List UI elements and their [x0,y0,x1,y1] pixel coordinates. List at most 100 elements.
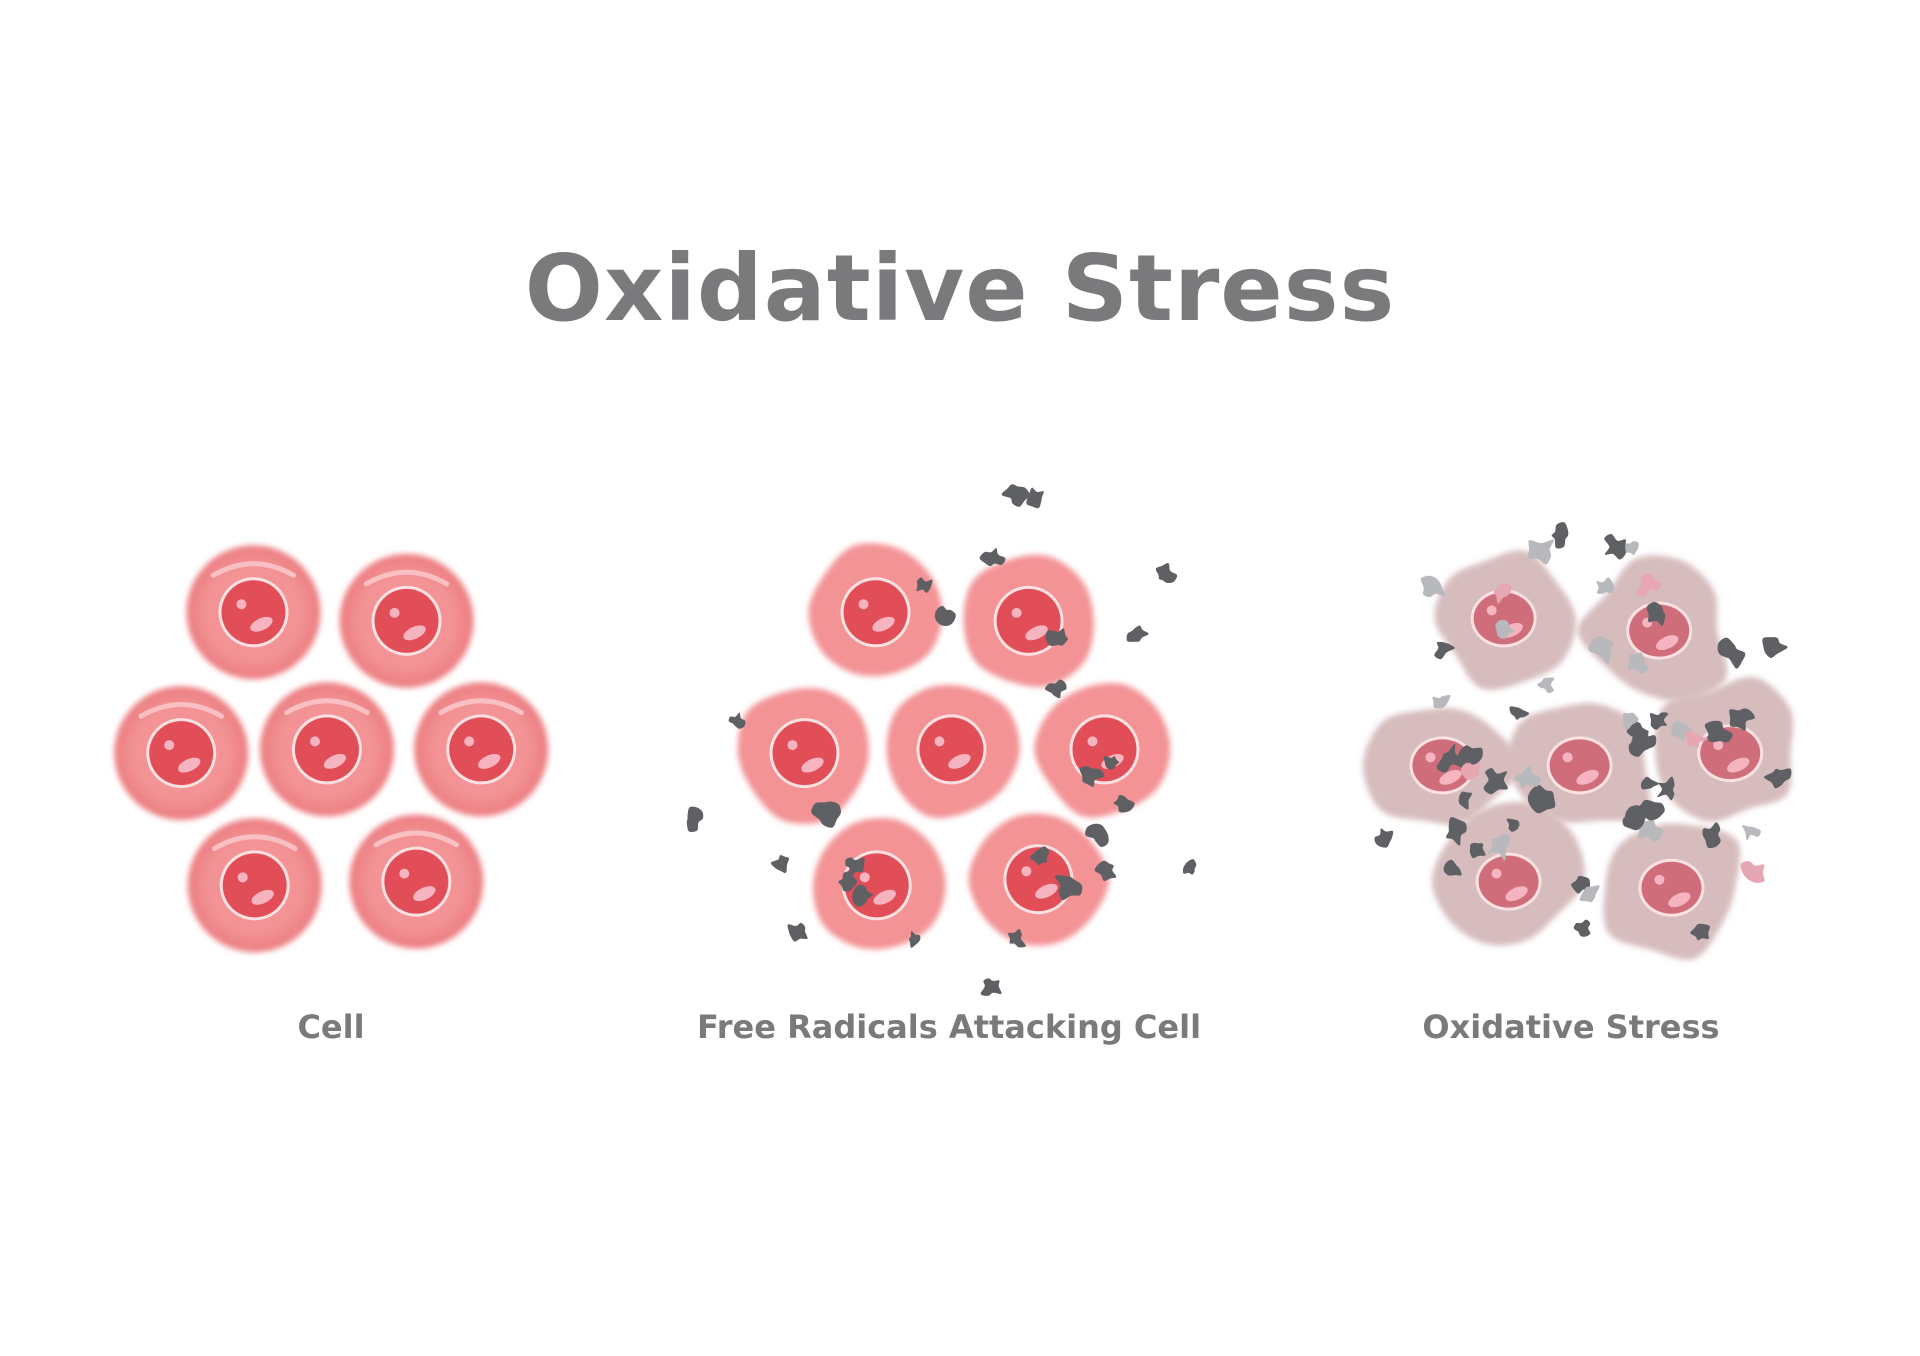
free-radical [1085,823,1109,848]
cell [259,682,394,817]
free-radical [1527,539,1554,565]
nucleus-highlight [873,889,896,905]
free-radical [1493,583,1512,604]
cell [812,817,946,950]
cell [339,553,474,688]
nucleus-highlight [872,616,895,632]
diagram-title: Oxidative Stress [524,235,1396,342]
free-radical [1103,755,1119,770]
free-radical [770,855,790,873]
nucleus-highlight [1654,874,1665,885]
free-radical [1573,919,1591,937]
nucleus-highlight [1021,866,1032,877]
free-radical [1657,776,1675,801]
nucleus [1072,717,1137,782]
nucleus-highlight [323,753,347,769]
nucleus-highlight [178,757,201,773]
free-radical [1008,928,1026,948]
free-radical [1506,818,1520,832]
free-radical [1155,562,1178,583]
free-radical [728,712,746,729]
cell [963,554,1094,688]
nucleus [221,580,286,645]
nucleus-highlight [1656,635,1679,651]
free-radical [1457,745,1483,765]
cell-highlight [138,701,224,719]
free-radical [934,605,956,626]
free-radical [1054,875,1083,901]
free-radical [1622,712,1639,730]
cell-highlight [211,834,298,851]
nucleus-highlight [250,616,273,632]
free-radical [811,801,841,828]
free-radical [852,884,873,907]
free-radical [1509,706,1530,720]
free-radical [1001,484,1030,507]
free-radical [1685,731,1709,748]
free-radical [1579,885,1600,903]
cell [886,684,1020,819]
nucleus [919,717,984,782]
damaged-cell [1434,550,1576,690]
free-radical [1628,729,1657,757]
free-radical [1643,802,1665,821]
nucleus [843,580,908,645]
free-radical [1624,805,1649,825]
free-radical [916,577,933,593]
panel-2-illustration [686,484,1197,996]
free-radical [1588,635,1614,664]
free-radical [1029,846,1050,866]
nucleus-highlight [1505,886,1528,902]
free-radical [1469,842,1486,859]
panel-label-free-radicals: Free Radicals Attacking Cell [696,1008,1202,1046]
panel-3-illustration [1362,522,1794,960]
nucleus [996,588,1061,653]
free-radical [1513,764,1541,789]
free-radical [1640,776,1660,790]
cell-highlight [210,561,297,578]
nucleus-highlight [478,753,501,769]
free-radical [1638,819,1664,843]
free-radical [1621,541,1639,555]
nucleus-highlight [801,757,824,773]
nucleus-highlight [413,886,436,902]
nucleus [772,721,837,786]
free-radical [1079,766,1105,787]
free-radical [1702,822,1721,849]
damaged-cell [1577,555,1728,701]
nucleus-highlight [934,736,945,747]
nucleus-highlight [858,599,869,610]
damaged-cell [1431,801,1585,946]
nucleus-highlight [164,740,175,751]
free-radical [1126,625,1149,642]
cell-highlight [373,830,460,848]
nucleus-highlight [1439,769,1462,785]
free-radical [1487,833,1511,861]
free-radical [1026,487,1044,509]
damaged-cell [1603,823,1741,960]
free-radical [1717,637,1746,669]
nucleus-highlight [389,607,400,618]
nucleus-highlight [1491,868,1502,879]
panel-label-cell: Cell [297,1008,365,1046]
nucleus-highlight [309,736,320,747]
free-radical [1044,679,1067,699]
nucleus-highlight [859,872,870,883]
free-radical [1420,575,1446,598]
nucleus-highlight [1713,740,1724,751]
free-radical [1646,601,1666,627]
nucleus-highlight [1025,625,1048,641]
nucleus-highlight [1087,736,1098,747]
free-radical [1763,768,1792,789]
nucleus-highlight [236,599,247,610]
nucleus [294,717,359,782]
cell [186,545,321,680]
free-radical [908,931,921,948]
cell [114,686,249,821]
nucleus [149,721,214,786]
nucleus-highlight [464,736,475,747]
cell [968,813,1110,946]
free-radical [1374,828,1394,848]
free-radical [1649,712,1669,730]
